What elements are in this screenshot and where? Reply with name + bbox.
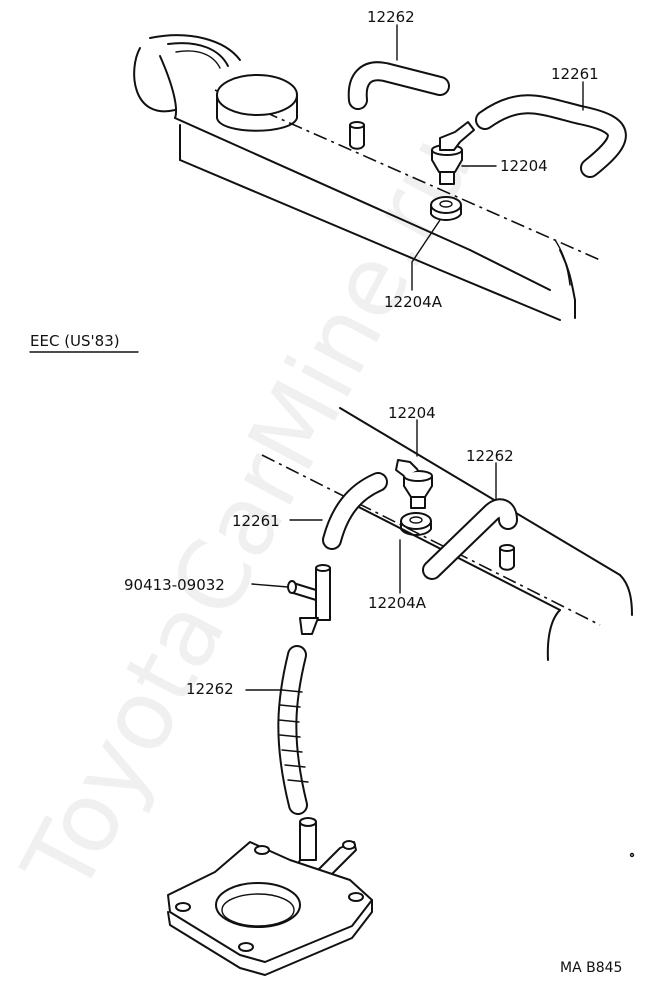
label-12262-top: 12262 [367,8,415,26]
label-12204-bottom: 12204 [388,404,436,422]
label-12261-bottom: 12261 [232,512,280,530]
diagram-code: MA B845 [560,960,622,976]
bottom-assembly [167,407,635,976]
label-12204-top: 12204 [500,157,548,175]
label-12261-top: 12261 [551,65,599,83]
label-12262-bottom-right: 12262 [466,447,514,465]
top-assembly [133,24,627,321]
label-12204a-top: 12204A [384,293,443,311]
label-90413-09032: 90413-09032 [124,576,225,594]
section-title: EEC (US'83) [30,332,120,350]
label-12262-hose: 12262 [186,680,234,698]
label-12204a-bottom: 12204A [368,594,427,612]
